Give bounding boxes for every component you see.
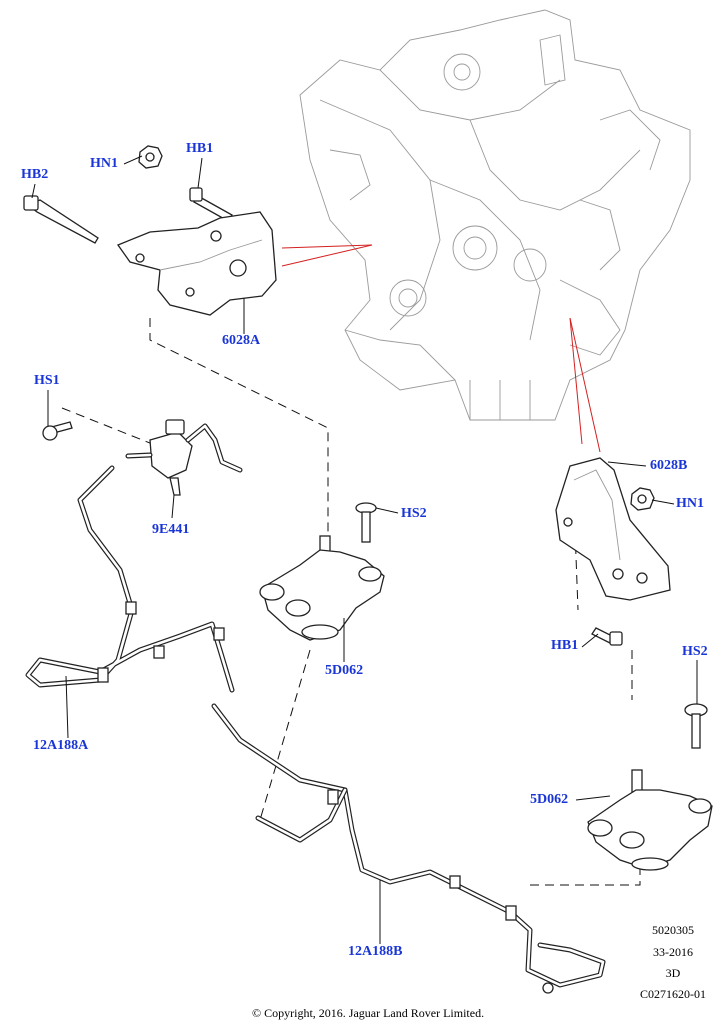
bolt-hb1-right <box>591 627 623 646</box>
bracket-6028a <box>116 211 277 316</box>
stud-hs2-right <box>684 703 708 749</box>
valve-9e441 <box>125 419 243 496</box>
callout-6028b[interactable]: 6028B <box>650 458 688 473</box>
mount-5d062-right <box>587 769 713 871</box>
callout-hb1-right[interactable]: HB1 <box>551 638 579 653</box>
callout-12a188b[interactable]: 12A188B <box>348 944 403 959</box>
bolt-hb2 <box>23 195 99 244</box>
copyright-notice: © Copyright, 2016. Jaguar Land Rover Lim… <box>252 1006 485 1020</box>
callout-hs2-mid[interactable]: HS2 <box>401 506 427 521</box>
bolt-hs1 <box>42 421 73 441</box>
hose-12a188b <box>211 703 606 994</box>
stud-hs2-mid <box>355 502 377 543</box>
diagram-code-2: 33-2016 <box>653 945 693 959</box>
nut-hn1-right <box>630 487 655 511</box>
engine-block <box>299 9 691 421</box>
callout-hb1-top[interactable]: HB1 <box>186 141 214 156</box>
diagram-code-1: 5020305 <box>652 923 694 937</box>
callout-5d062-mid[interactable]: 5D062 <box>325 663 364 678</box>
callout-hn1-right[interactable]: HN1 <box>676 496 704 511</box>
nut-hn1-top <box>138 145 163 169</box>
pointer-lines <box>281 244 601 453</box>
callout-12a188a[interactable]: 12A188A <box>33 738 89 753</box>
leader-lines <box>31 155 698 944</box>
callout-6028a[interactable]: 6028A <box>222 333 261 348</box>
diagram-code-3: 3D <box>665 966 681 980</box>
diagram-code-4: C0271620-01 <box>640 987 706 1001</box>
hose-12a188a <box>25 465 235 693</box>
callout-hs2-right[interactable]: HS2 <box>682 644 708 659</box>
callout-5d062-right[interactable]: 5D062 <box>530 792 569 807</box>
mount-5d062-mid <box>259 535 385 641</box>
callout-hb2[interactable]: HB2 <box>21 167 49 182</box>
bracket-6028b <box>555 457 671 601</box>
callout-9e441[interactable]: 9E441 <box>152 522 190 537</box>
bolt-hb1-top <box>189 187 233 222</box>
callout-hn1-top[interactable]: HN1 <box>90 156 118 171</box>
callout-hs1[interactable]: HS1 <box>34 373 60 388</box>
